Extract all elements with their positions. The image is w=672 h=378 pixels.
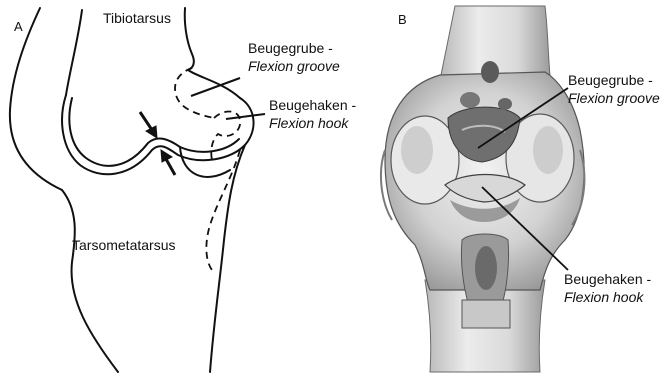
bottom-band (462, 300, 510, 328)
groove-label-de-b: Beugegrube - (568, 72, 653, 88)
tarsometatarsus-right-outline (210, 145, 245, 372)
lower-arrow-head (161, 150, 172, 162)
hook-label-en-a: Flexion hook (269, 115, 349, 131)
tibiotarsus-right-outline (185, 8, 194, 70)
groove-label-en-b: Flexion groove (568, 90, 660, 106)
tarsometatarsus-left-outline (62, 190, 118, 372)
hook-label-de-b: Beugehaken - (564, 271, 652, 287)
panel-a-leader-lines (191, 78, 265, 119)
foramen-3 (498, 98, 512, 110)
upper-arrow-head (146, 126, 157, 138)
groove-label-en-a: Flexion groove (248, 58, 340, 74)
tibiotarsus-left-outline (10, 8, 62, 190)
tibiotarsus-shaft-line (66, 10, 82, 95)
lower-arrow-shaft (166, 159, 175, 175)
tibiotarsus-label: Tibiotarsus (103, 10, 171, 26)
groove-label-de-a: Beugegrube - (248, 40, 333, 56)
hook-label-en-b: Flexion hook (564, 289, 644, 305)
condyle-outer-outline (62, 95, 253, 174)
left-condyle-shadow (401, 126, 433, 174)
panel-a-dashed-lines (175, 68, 240, 270)
foramen-1 (481, 61, 499, 83)
panel-a-arrows (140, 112, 175, 175)
hook-leader-a (226, 114, 265, 119)
groove-dashed-outline (175, 68, 214, 118)
right-condyle-shadow (533, 126, 563, 174)
panel-b-illustration (381, 6, 584, 372)
hook-label-de-a: Beugehaken - (269, 97, 357, 113)
tarsometatarsus-label: Tarsometatarsus (72, 237, 175, 253)
panel-b-letter: B (398, 12, 407, 27)
panel-a-letter: A (14, 19, 23, 34)
upper-arrow-shaft (140, 112, 152, 130)
panel-a-drawing (10, 8, 254, 372)
foramen-2 (460, 92, 480, 108)
lower-cavity-inner (475, 246, 497, 290)
